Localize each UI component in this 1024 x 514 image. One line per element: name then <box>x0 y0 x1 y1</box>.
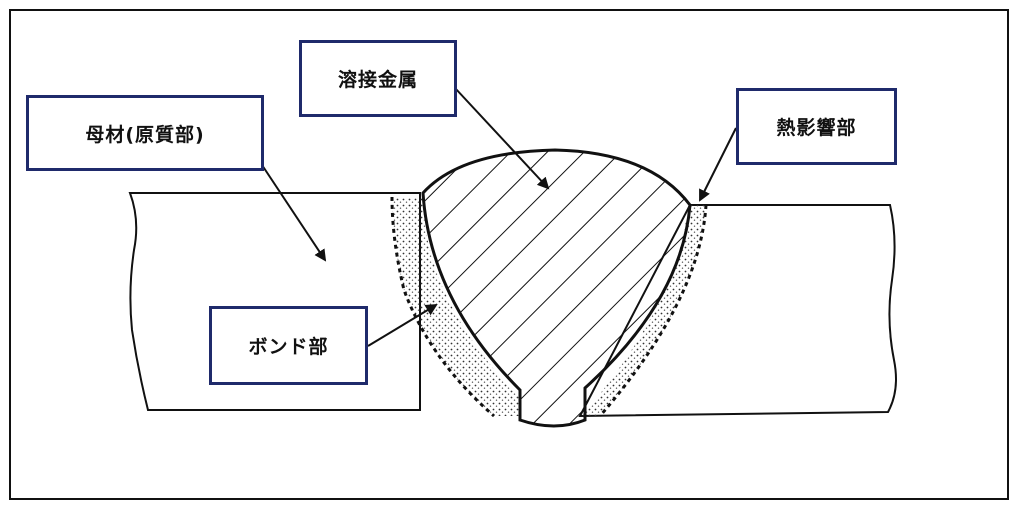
base-metal-leader-arrow <box>261 164 327 262</box>
weld-metal-label: 溶接金属 <box>337 69 418 91</box>
haz-leader-arrow <box>699 127 737 202</box>
bond-leader-arrow <box>367 303 438 347</box>
weld-metal <box>421 148 692 428</box>
bond-label: ボンド部 <box>248 336 329 358</box>
haz-label: 熱影響部 <box>776 117 857 139</box>
haz-left-outline <box>390 196 495 418</box>
haz-right-outline <box>598 204 708 417</box>
haz-right <box>582 205 706 416</box>
base-metal-label: 母材(原質部) <box>85 123 205 146</box>
bond-label-box: ボンド部 <box>209 306 368 385</box>
base-metal-right-plate <box>578 204 897 418</box>
base-metal-label-box: 母材(原質部) <box>26 95 264 171</box>
haz-label-box: 熱影響部 <box>736 88 897 165</box>
weld-metal-leader-arrow <box>454 87 550 190</box>
outer-frame <box>9 9 1009 500</box>
weld-metal-label-box: 溶接金属 <box>299 40 457 117</box>
haz-left <box>392 197 520 416</box>
